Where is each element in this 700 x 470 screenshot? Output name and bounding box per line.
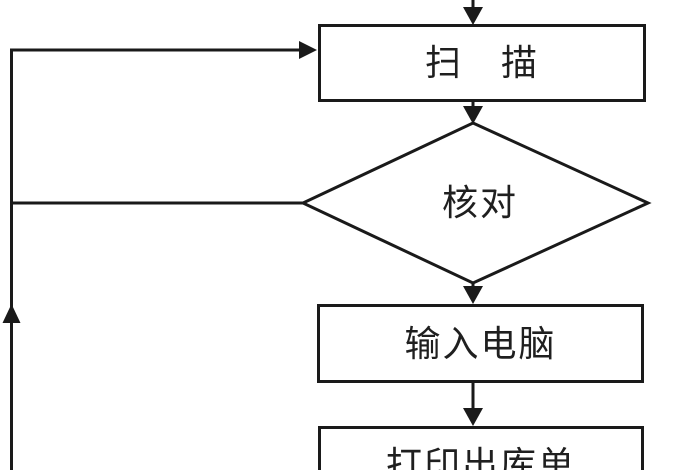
arrowhead-up-left-rail (2, 304, 21, 323)
print-order-node: 打印出库单 (318, 426, 644, 470)
arrowhead-into-print (463, 408, 483, 426)
arrowhead-into-scan-left (299, 41, 317, 59)
input-computer-node-label: 输入电脑 (404, 322, 557, 364)
verify-decision-shape (299, 121, 652, 285)
verify-node: 核对 (380, 181, 580, 225)
print-order-node-label: 打印出库单 (385, 444, 576, 470)
arrowhead-into-verify (463, 106, 483, 124)
arrowhead-into-scan-top (463, 7, 483, 25)
edge-left-rail-to-scan (10, 48, 300, 470)
scan-node: 扫 描 (318, 24, 646, 102)
verify-node-label: 核对 (441, 182, 518, 223)
arrowhead-into-input (463, 286, 483, 304)
scan-node-label: 扫 描 (424, 42, 539, 83)
input-computer-node: 输入电脑 (317, 304, 644, 383)
